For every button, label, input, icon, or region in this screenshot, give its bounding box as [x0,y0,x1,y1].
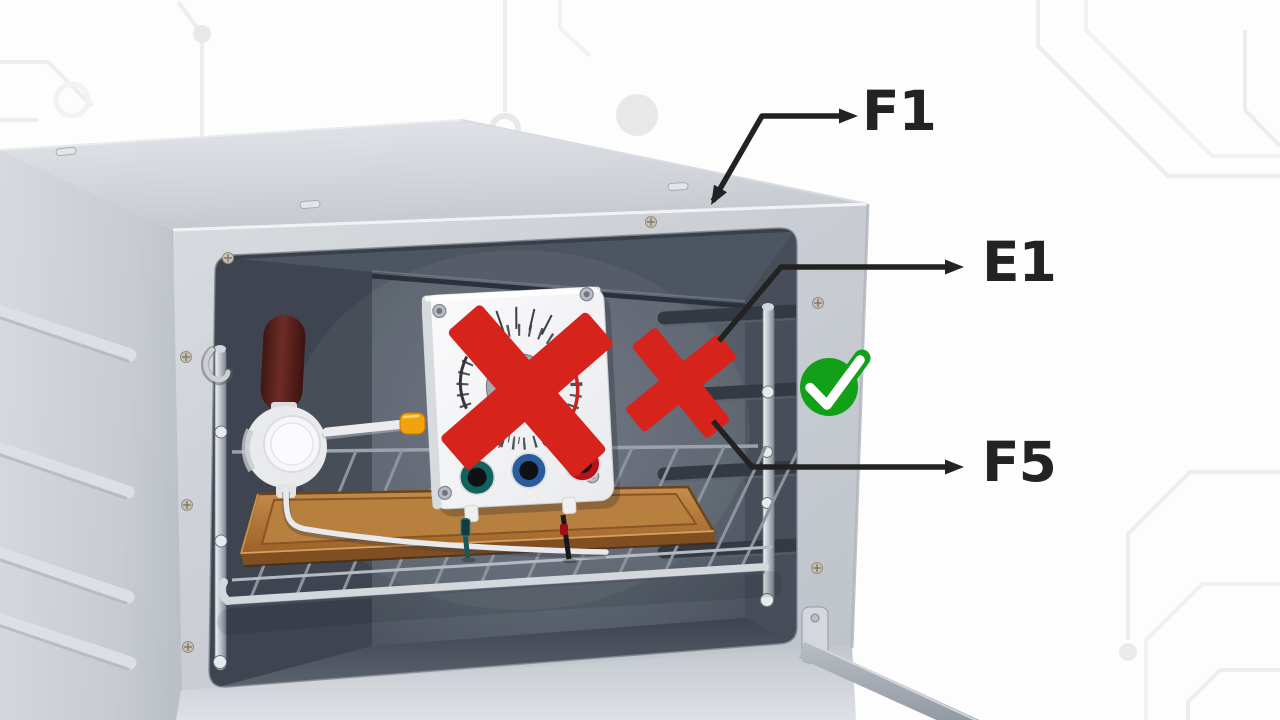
callout-label-e1: E1 [982,230,1057,294]
right-rack-rail [760,303,775,607]
oven-interior [208,227,798,688]
jack-teal [460,460,494,494]
frame-screws [180,216,824,653]
red-x-icon-on-meter [441,305,613,477]
probe-cable [283,487,609,555]
interior-ceiling [209,227,797,300]
callout-arrow-f1 [710,113,840,203]
rack-front-bar [224,563,769,605]
temperature-probe [241,315,609,559]
oven-side-panel [0,150,197,720]
top-face-vent-tabs [55,146,689,209]
probe-connector-yellow [399,412,426,435]
callout-arrow-f5 [710,419,947,470]
meter-lead-wires [460,514,577,564]
callout-label-f1: F1 [862,79,937,143]
door-latch-hook [201,346,233,386]
callout-label-f5: F5 [982,430,1057,494]
callout-arrow-e1 [716,264,947,343]
probe-handle [260,315,306,411]
side-panel-ribs [0,304,137,671]
red-x-icon-in-cavity [626,328,736,438]
callout-arrows [710,108,964,475]
green-check-icon [800,349,871,416]
probe-stem [322,419,409,437]
jack-blue [512,453,546,487]
door-hinge [799,606,980,720]
